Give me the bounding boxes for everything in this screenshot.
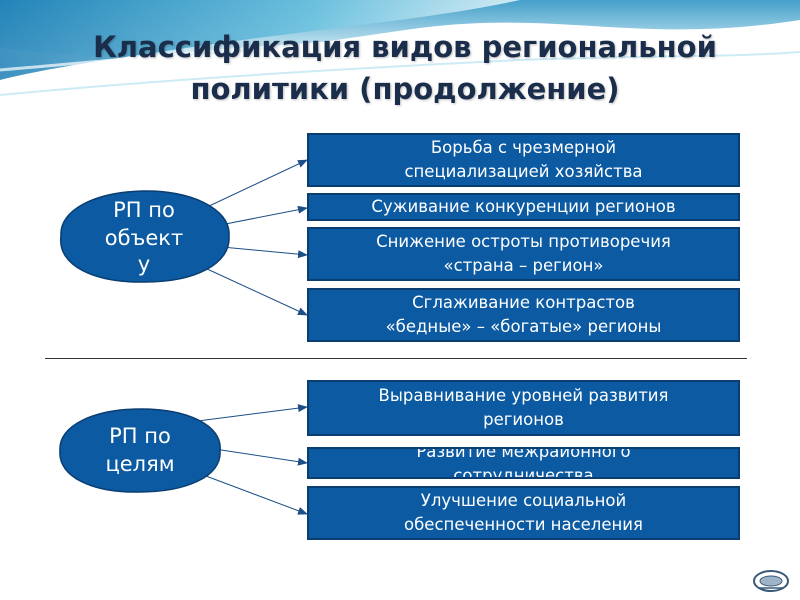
title-line-2: политики (продолжение): [190, 72, 620, 106]
box-object-4: Сглаживание контрастов «бедные» – «богат…: [307, 288, 740, 342]
box-object-2-line-1: Суживание конкуренции регионов: [371, 197, 676, 216]
arrow-object-3: [221, 246, 308, 259]
box-goals-3-line-2: обеспеченности населения: [404, 515, 643, 534]
oval-by-object-line-1: РП по: [113, 198, 175, 222]
oval-by-object: РП по объект у: [55, 186, 233, 286]
arrow-goals-1: [189, 404, 308, 423]
box-object-3-line-1: Снижение остроты противоречия: [376, 232, 671, 251]
box-object-4-line-2: «бедные» – «богатые» регионы: [385, 317, 662, 336]
box-object-4-line-1: Сглаживание контрастов: [412, 293, 635, 312]
box-goals-2-line-1: Развитие межрайонного: [416, 447, 631, 461]
oval-by-object-line-2: объект: [104, 226, 184, 250]
oval-by-goals-line-1: РП по: [109, 424, 171, 448]
oval-shape: [60, 190, 230, 283]
box-object-1: Борьба с чрезмерной специализацией хозяй…: [307, 133, 740, 187]
box-goals-3: Улучшение социальной обеспеченности насе…: [307, 486, 740, 540]
box-goals-2-line-2: сотрудничества: [453, 466, 594, 479]
box-goals-1: Выравнивание уровней развития регионов: [307, 380, 740, 436]
box-object-1-line-1: Борьба с чрезмерной: [430, 138, 617, 157]
oval-shape: [59, 408, 221, 493]
section-divider: [45, 358, 747, 359]
title-line-1: Классификация видов региональной: [93, 30, 717, 64]
oval-by-goals-line-2: целям: [105, 452, 175, 476]
box-goals-1-line-1: Выравнивание уровней развития: [378, 386, 669, 405]
box-object-2: Суживание конкуренции регионов: [307, 193, 740, 221]
arrow-goals-2: [207, 447, 308, 466]
box-goals-1-line-2: регионов: [483, 410, 564, 429]
page-title: Классификация видов региональной политик…: [20, 26, 790, 110]
arrow-goals-3: [189, 469, 308, 515]
arrow-object-4: [204, 267, 308, 316]
oval-by-object-line-3: у: [137, 252, 151, 276]
header-wave-decoration: [0, 0, 800, 96]
box-object-3: Снижение остроты противоречия «страна – …: [307, 227, 740, 281]
oval-by-goals: РП по целям: [55, 405, 225, 495]
box-object-3-line-2: «страна – регион»: [443, 256, 604, 275]
box-goals-2: Развитие межрайонного сотрудничества: [307, 447, 740, 479]
box-goals-3-line-1: Улучшение социальной: [420, 491, 627, 510]
academy-logo-icon: [753, 570, 789, 592]
box-object-1-line-2: специализацией хозяйства: [404, 162, 643, 181]
